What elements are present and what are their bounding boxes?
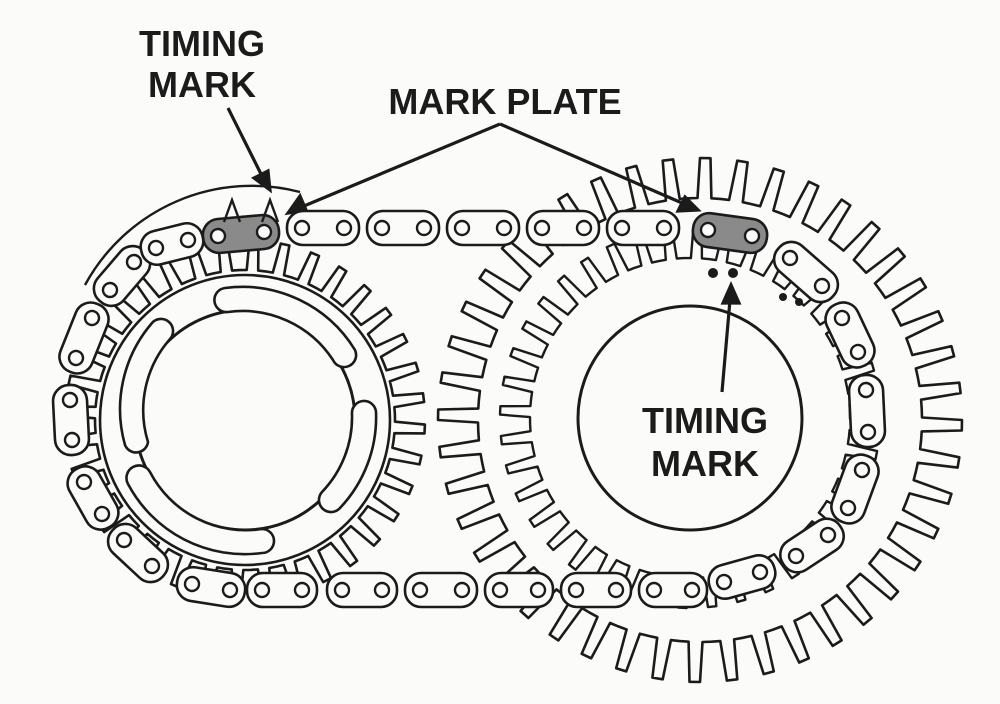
chain-link [66, 465, 120, 531]
callout-arrows [226, 107, 742, 393]
chain-link [139, 221, 205, 267]
chain-link [365, 209, 441, 247]
chain-link [483, 571, 555, 609]
timing-chain [51, 209, 887, 609]
mark-plate-link [691, 211, 769, 255]
mark-plate-label: MARK PLATE [388, 81, 621, 122]
mark-plate-arrowhead-right [675, 194, 702, 213]
timing-mark-left-arrowhead [250, 168, 272, 194]
chain-link [403, 571, 479, 609]
chain-link [847, 373, 887, 449]
left-sprocket-slot [213, 285, 358, 369]
timing-mark-right-arrow [720, 299, 732, 393]
left-sprocket-slot [317, 399, 378, 514]
mark-plate-link [201, 213, 281, 255]
chain-link [559, 571, 633, 609]
chain-link [772, 240, 840, 304]
chain-link [445, 209, 521, 247]
chain-link [824, 301, 876, 369]
left-sprocket-slot [125, 464, 276, 556]
timing-mark-dot [708, 268, 718, 278]
timing-mark-left-label-line1: TIMING [139, 23, 265, 64]
right-sprocket-hub [576, 304, 804, 532]
timing-mark-left-label-line2: MARK [148, 64, 256, 105]
left-sprocket-slot [118, 317, 175, 454]
timing-mark-dot [795, 298, 803, 306]
chain-link [605, 209, 681, 247]
chain-link [637, 571, 709, 609]
chain-link [106, 522, 170, 584]
timing-mark-right-label-line2: MARK [651, 443, 759, 484]
chain-link [245, 571, 319, 609]
chain-link [778, 517, 846, 574]
timing-mark-right-arrowhead [720, 281, 742, 305]
chain-link [325, 571, 399, 609]
chain-link [285, 209, 361, 247]
mark-plate-arrow-left [303, 122, 501, 208]
mark-plate-arrowhead-left [284, 192, 309, 216]
left-sprocket [63, 184, 427, 602]
timing-mark-tab [222, 196, 242, 223]
mark-plate-arrow-right [499, 122, 683, 205]
timing-mark-left-arrow [226, 107, 264, 177]
timing-mark-tab [260, 196, 280, 223]
chain-link [51, 383, 91, 457]
chain-link [58, 301, 110, 375]
chain-link [175, 565, 247, 609]
timing-mark-right-label-line1: TIMING [642, 400, 768, 441]
timing-mark-dot [779, 293, 787, 301]
chain-link [707, 554, 777, 600]
timing-mark-dot [728, 268, 738, 278]
chain-link [525, 209, 601, 247]
chain-link [830, 453, 880, 525]
